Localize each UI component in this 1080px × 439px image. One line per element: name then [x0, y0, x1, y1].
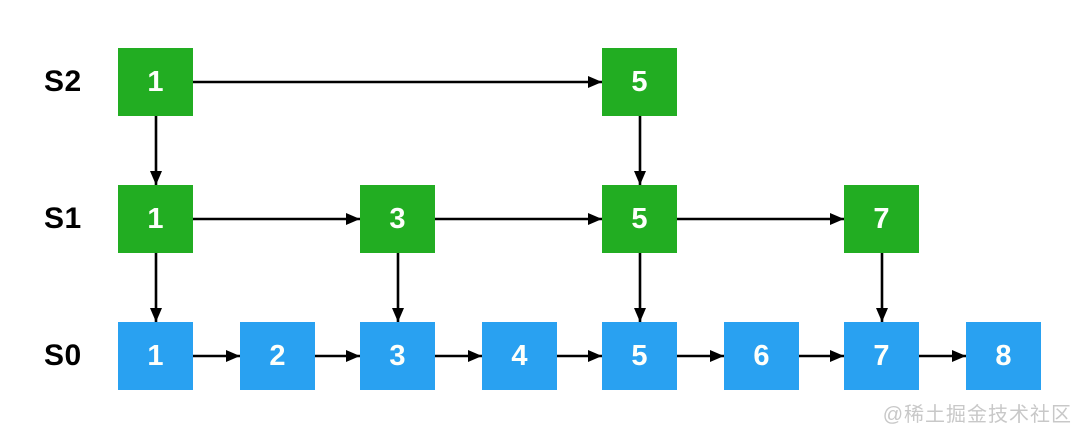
node-s1-3: 3 [360, 185, 435, 253]
node-s0-4: 4 [482, 322, 557, 390]
node-s0-2: 2 [240, 322, 315, 390]
node-s1-5: 5 [602, 185, 677, 253]
level-label-s0: S0 [44, 339, 82, 372]
node-s1-1: 1 [118, 185, 193, 253]
node-s0-5: 5 [602, 322, 677, 390]
node-s0-7: 7 [844, 322, 919, 390]
watermark: @稀土掘金技术社区 [882, 404, 1072, 426]
level-label-s1: S1 [44, 202, 82, 235]
node-s1-7: 7 [844, 185, 919, 253]
node-s0-6: 6 [724, 322, 799, 390]
level-label-s2: S2 [44, 65, 82, 98]
node-s0-3: 3 [360, 322, 435, 390]
node-s0-8: 8 [966, 322, 1041, 390]
node-s2-5: 5 [602, 48, 677, 116]
node-s2-1: 1 [118, 48, 193, 116]
node-s0-1: 1 [118, 322, 193, 390]
